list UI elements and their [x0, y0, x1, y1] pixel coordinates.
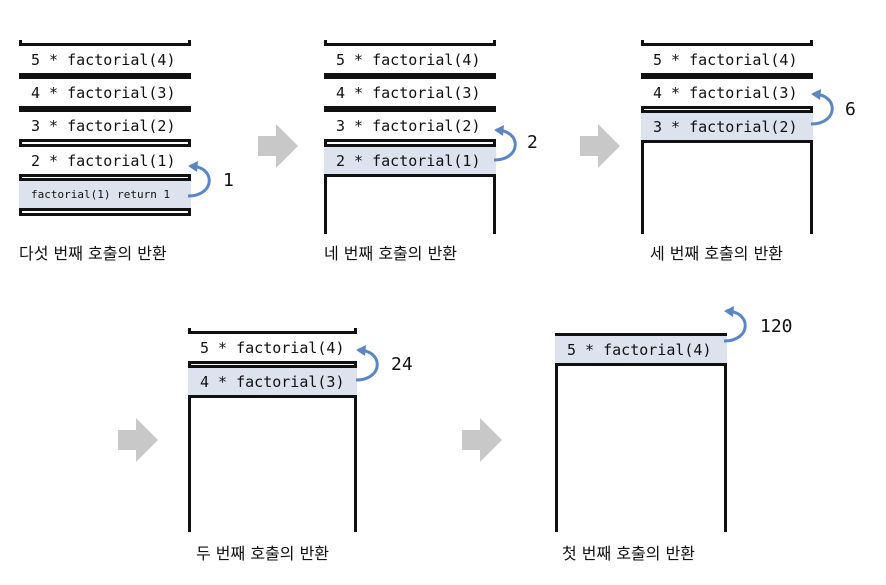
stack-frame: 5 * factorial(4) [19, 43, 191, 76]
stack-frame: 3 * factorial(2) [324, 109, 496, 142]
stack-frame-returning: 5 * factorial(4) [555, 333, 727, 366]
return-value: 120 [760, 316, 793, 337]
return-value: 6 [845, 99, 856, 120]
stack-frame-returning: factorial(1) return 1 [19, 178, 191, 211]
flow-arrow-icon [258, 124, 298, 168]
stack-frame-returning: 4 * factorial(3) [188, 365, 357, 398]
stack-3: 5 * factorial(4) 4 * factorial(3) 3 * fa… [641, 40, 813, 234]
stack-caption: 세 번째 호출의 반환 [650, 244, 784, 263]
flow-arrow-icon [462, 418, 502, 462]
return-loop-arrow-icon [493, 125, 517, 162]
return-loop-arrow-icon [723, 306, 747, 343]
stack-1: 5 * factorial(4) 4 * factorial(3) 3 * fa… [19, 40, 191, 216]
stack-caption: 다섯 번째 호출의 반환 [19, 244, 167, 263]
return-loop-arrow-icon [187, 161, 211, 198]
stack-caption: 네 번째 호출의 반환 [324, 244, 458, 263]
stack-caption: 첫 번째 호출의 반환 [562, 544, 696, 563]
return-value: 24 [391, 354, 413, 375]
stack-left-wall [188, 328, 191, 532]
return-value: 1 [223, 170, 234, 191]
stack-5: 5 * factorial(4) [555, 333, 727, 532]
stack-frame: 4 * factorial(3) [19, 76, 191, 109]
stack-left-wall [555, 333, 558, 532]
return-value: 2 [527, 132, 538, 153]
stack-right-wall [724, 333, 727, 532]
return-loop-arrow-icon [810, 89, 834, 126]
stack-frame-returning: 3 * factorial(2) [641, 110, 813, 143]
stack-frame: 5 * factorial(4) [641, 43, 813, 76]
stack-frame-returning: 2 * factorial(1) [324, 144, 496, 177]
flow-arrow-icon [118, 418, 158, 462]
return-loop-arrow-icon [355, 345, 379, 382]
stack-2: 5 * factorial(4) 4 * factorial(3) 3 * fa… [324, 40, 496, 234]
flow-arrow-icon [580, 124, 620, 168]
stack-frame: 4 * factorial(3) [641, 76, 813, 109]
stack-frame: 2 * factorial(1) [19, 144, 191, 177]
stack-frame: 4 * factorial(3) [324, 76, 496, 109]
stack-frame: 5 * factorial(4) [188, 331, 357, 364]
stack-right-wall [354, 328, 357, 532]
stack-caption: 두 번째 호출의 반환 [196, 544, 330, 563]
stack-floor [19, 213, 191, 216]
stack-frame: 5 * factorial(4) [324, 43, 496, 76]
stack-frame: 3 * factorial(2) [19, 109, 191, 142]
stack-4: 5 * factorial(4) 4 * factorial(3) [188, 328, 357, 532]
